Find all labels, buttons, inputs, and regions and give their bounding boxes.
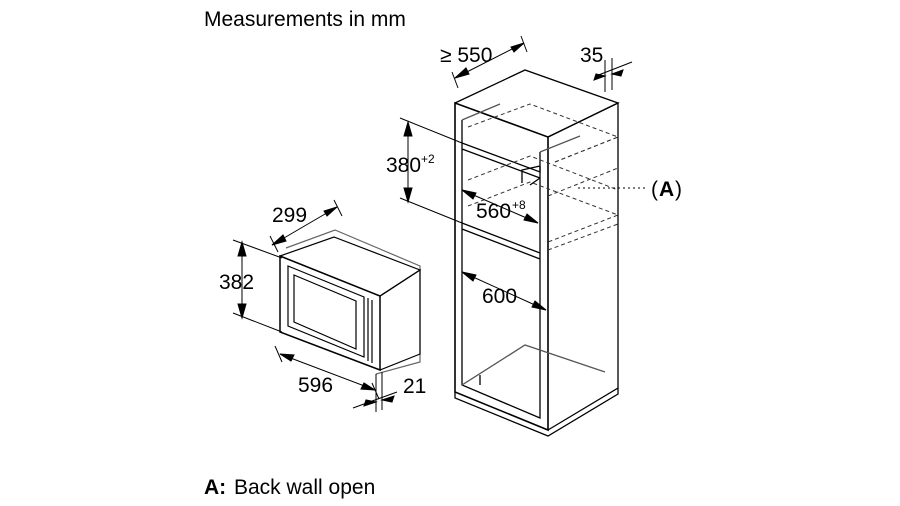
cabinet-drawing <box>454 69 620 437</box>
niche-width-tolerance: +8 <box>512 198 526 212</box>
back-wall-open-outline <box>467 103 620 251</box>
appliance-dimensions <box>232 199 398 412</box>
appliance-thickness-label: 21 <box>403 375 426 398</box>
diagram-title: Measurements in mm <box>204 8 406 31</box>
niche-height-tolerance: +2 <box>421 152 435 166</box>
legend-key: A: <box>204 476 226 499</box>
appliance-width-label: 596 <box>298 374 333 397</box>
callout-close-paren: ) <box>675 178 682 201</box>
niche-depth-label: 600 <box>482 285 517 308</box>
callout-label: A <box>659 178 674 201</box>
cabinet-back-gap-label: 35 <box>580 44 603 67</box>
appliance-height-label: 382 <box>219 271 254 294</box>
callout-open-paren: ( <box>651 178 658 201</box>
cabinet-dimensions <box>399 35 646 311</box>
appliance-depth-label: 299 <box>272 204 307 227</box>
cabinet-depth-label: ≥ 550 <box>440 44 492 67</box>
appliance-drawing <box>279 229 422 375</box>
niche-width-label: 560 <box>476 200 511 223</box>
niche-height-label: 380 <box>386 154 421 177</box>
legend-text: Back wall open <box>234 476 375 499</box>
